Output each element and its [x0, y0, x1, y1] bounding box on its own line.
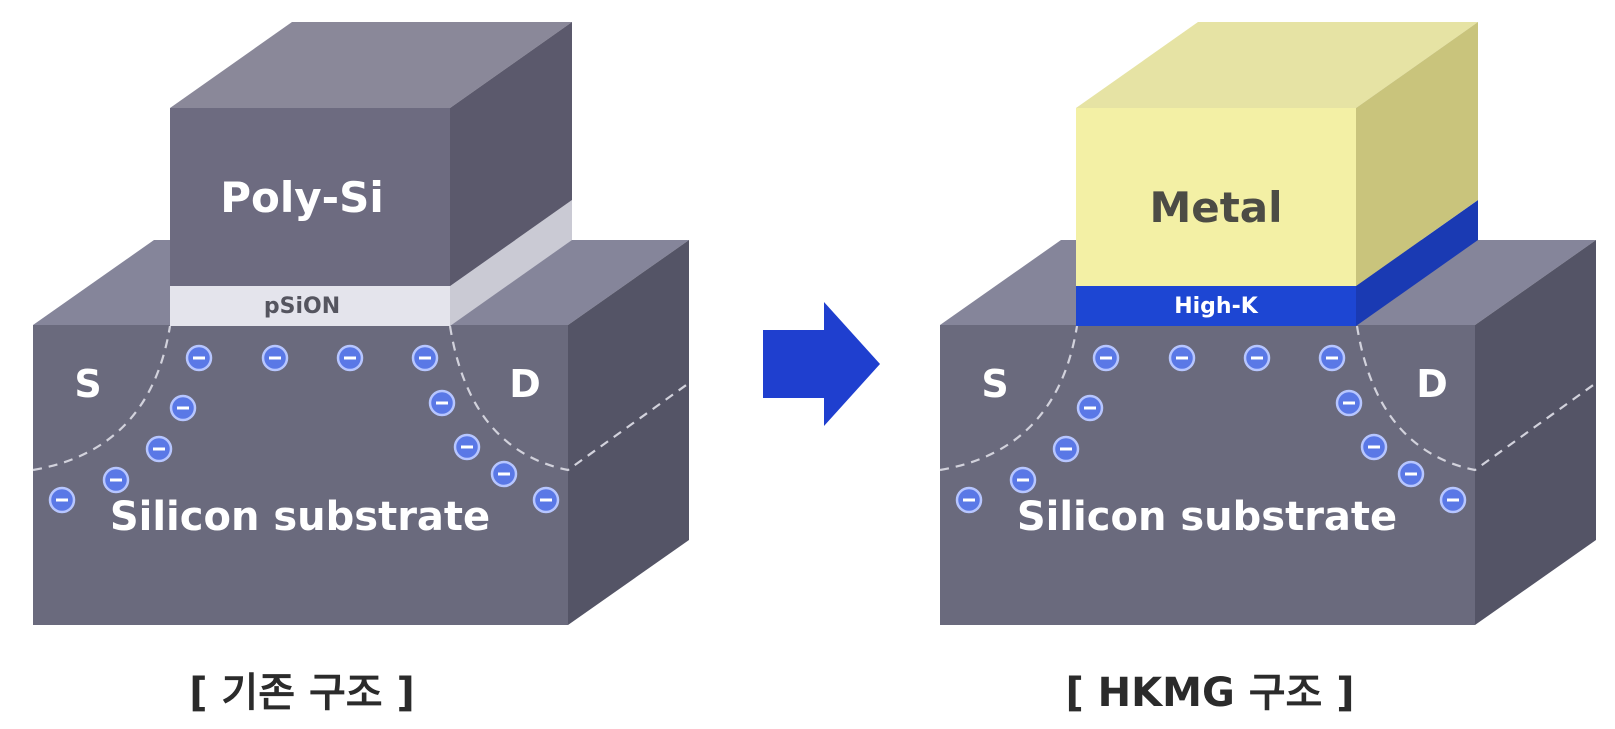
- electron-icon: [955, 486, 983, 514]
- electron-icon: [411, 344, 439, 372]
- gate-side-face: [1356, 22, 1478, 286]
- electrons: [48, 344, 560, 514]
- electron-icon: [102, 466, 130, 494]
- source-label: S: [981, 362, 1008, 406]
- electron-icon: [1397, 460, 1425, 488]
- gate-stack: [1076, 22, 1478, 326]
- conventional-caption: [ 기존 구조 ]: [189, 670, 415, 716]
- gate-side-face: [450, 22, 572, 286]
- dielectric-side-face: [450, 200, 572, 326]
- substrate-side-face: [1475, 240, 1596, 625]
- electron-icon: [1076, 394, 1104, 422]
- drain-label: D: [509, 362, 541, 406]
- electron-icon: [428, 389, 456, 417]
- electron-icon: [1243, 344, 1271, 372]
- electron-icon: [490, 460, 518, 488]
- electron-icon: [1168, 344, 1196, 372]
- dielectric-front-face: [170, 286, 450, 326]
- drain-label: D: [1416, 362, 1448, 406]
- drain-junction-boundary: [448, 325, 690, 472]
- electron-icon: [261, 344, 289, 372]
- substrate-side-face: [568, 240, 689, 625]
- gate-stack: [170, 22, 572, 326]
- gate-top-face: [170, 22, 572, 108]
- gate-front-face: [1076, 108, 1356, 286]
- source-junction-boundary: [939, 325, 1079, 472]
- hkmg-structure: Metal High-K S D Silicon substrate [ HKM…: [939, 22, 1597, 716]
- electron-icon: [1335, 389, 1363, 417]
- electron-icon: [1092, 344, 1120, 372]
- electron-icon: [1009, 466, 1037, 494]
- substrate-label: Silicon substrate: [110, 494, 490, 540]
- source-junction-boundary: [32, 325, 172, 472]
- gate-front-face: [170, 108, 450, 286]
- dielectric-label: High-K: [1174, 294, 1258, 319]
- hkmg-caption: [ HKMG 구조 ]: [1065, 670, 1354, 716]
- electron-icon: [336, 344, 364, 372]
- electron-icon: [48, 486, 76, 514]
- electron-icon: [1360, 433, 1388, 461]
- electron-icon: [1318, 344, 1346, 372]
- electron-icon: [532, 486, 560, 514]
- source-label: S: [74, 362, 101, 406]
- dielectric-label: pSiON: [264, 294, 340, 319]
- substrate-label: Silicon substrate: [1017, 494, 1397, 540]
- gate-label: Metal: [1149, 183, 1282, 232]
- dielectric-front-face: [1076, 286, 1356, 326]
- drain-junction-boundary: [1355, 325, 1597, 472]
- electrons: [955, 344, 1467, 514]
- dielectric-side-face: [1356, 200, 1478, 326]
- gate-top-face: [1076, 22, 1478, 108]
- right-arrow-icon: [763, 302, 880, 426]
- electron-icon: [1052, 435, 1080, 463]
- electron-icon: [169, 394, 197, 422]
- electron-icon: [453, 433, 481, 461]
- electron-icon: [145, 435, 173, 463]
- conventional-structure: Poly-Si pSiON S D Silicon substrate [ 기존…: [32, 22, 690, 716]
- electron-icon: [1439, 486, 1467, 514]
- gate-label: Poly-Si: [220, 173, 384, 222]
- electron-icon: [185, 344, 213, 372]
